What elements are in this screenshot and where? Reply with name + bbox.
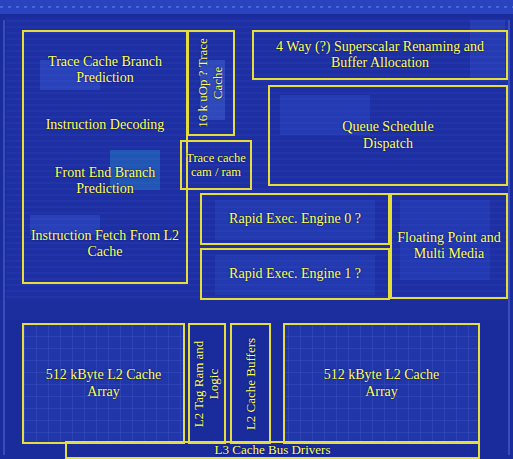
- region-label: 16 k uOp ? Trace Cache: [196, 34, 226, 132]
- die-region-box: Floating Point and Multi Media: [390, 193, 508, 299]
- die-region-box: Rapid Exec. Engine 1 ?: [200, 248, 390, 300]
- die-region-box: 4 Way (?) Superscalar Renaming and Buffe…: [252, 30, 508, 80]
- die-region-box: L3 Cache Bus Drivers: [65, 441, 480, 459]
- region-label: Rapid Exec. Engine 1 ?: [229, 266, 361, 282]
- region-label: Instruction Decoding: [46, 117, 165, 133]
- die-region-box: Rapid Exec. Engine 0 ?: [200, 193, 390, 245]
- region-label: Queue Schedule Dispatch: [328, 119, 448, 151]
- region-label: Front End Branch Prediction: [30, 165, 180, 197]
- region-label: L2 Cache Buffers: [243, 327, 258, 440]
- die-region-box: L2 Cache Buffers: [230, 323, 271, 444]
- region-label: Trace cache cam / ram: [185, 151, 247, 180]
- die-region-box: 16 k uOp ? Trace Cache: [187, 30, 235, 136]
- region-label: 512 kByte L2 Cache Array: [34, 367, 174, 399]
- region-label: 4 Way (?) Superscalar Renaming and Buffe…: [265, 39, 495, 71]
- region-label: Trace Cache Branch Prediction: [30, 54, 180, 86]
- region-label: 512 kByte L2 Cache Array: [312, 367, 452, 399]
- region-label: Rapid Exec. Engine 0 ?: [229, 211, 361, 227]
- die-region-box: Queue Schedule Dispatch: [268, 85, 508, 186]
- die-region-box: 512 kByte L2 Cache Array: [22, 323, 185, 444]
- die-region-box: Trace Cache Branch PredictionInstruction…: [22, 30, 188, 284]
- region-label: Floating Point and Multi Media: [395, 230, 503, 262]
- region-label: L2 Tag Ram and Logic: [192, 327, 222, 440]
- die-region-box: Trace cache cam / ram: [180, 140, 252, 190]
- region-label: Instruction Fetch From L2 Cache: [30, 228, 180, 260]
- region-label: L3 Cache Bus Drivers: [215, 443, 331, 458]
- die-region-box: 512 kByte L2 Cache Array: [283, 323, 480, 444]
- die-region-box: L2 Tag Ram and Logic: [188, 323, 226, 444]
